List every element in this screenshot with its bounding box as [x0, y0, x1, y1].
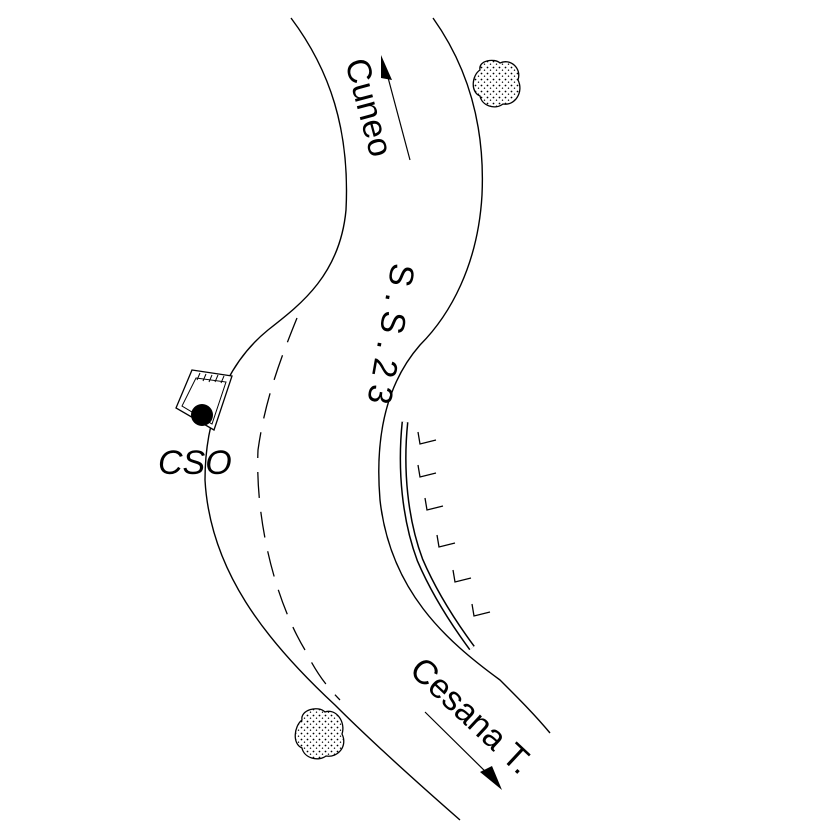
- station-building: [175, 369, 233, 431]
- lane-dashed-line: [257, 317, 341, 701]
- station-label: CSO: [158, 444, 232, 482]
- road-name-label: S.S.23: [358, 261, 421, 415]
- filled-circle-icon: [191, 404, 213, 426]
- road-right-edge: [378, 17, 551, 734]
- south-destination-label: Cesana T.: [403, 650, 540, 782]
- guardrail-inner: [401, 421, 474, 650]
- tree-icon: [294, 708, 345, 760]
- arrow-up-icon: [381, 55, 411, 161]
- tree-icon: [472, 59, 521, 108]
- north-destination-label: Cuneo: [337, 54, 400, 161]
- arrow-down-icon: [424, 711, 502, 790]
- slope-hatching: [417, 431, 491, 617]
- road-left-edge: [204, 17, 461, 821]
